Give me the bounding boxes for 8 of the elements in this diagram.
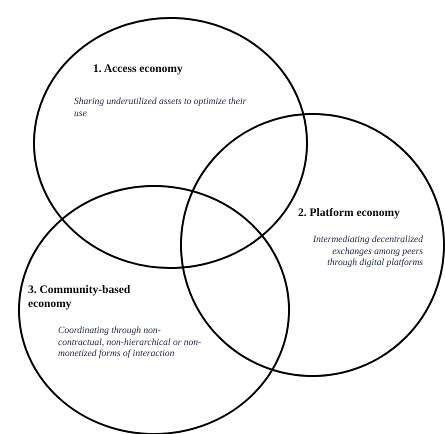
circle-heading: 1. Access economy (93, 62, 184, 76)
circle-description: Sharing underutilized assets to optimize their use (74, 97, 248, 120)
circle-heading: 2. Platform economy (298, 206, 401, 220)
circle-description: Coordinating through non-contractual, non-hierarchical or non-monetized forms of interaction (58, 326, 202, 360)
circle-description: Intermediating decentralized exchanges among peers through digital platforms (312, 235, 423, 270)
venn-circle (33, 17, 308, 269)
venn-circle (180, 113, 445, 377)
circle-heading: 3. Community-based economy (28, 283, 132, 311)
